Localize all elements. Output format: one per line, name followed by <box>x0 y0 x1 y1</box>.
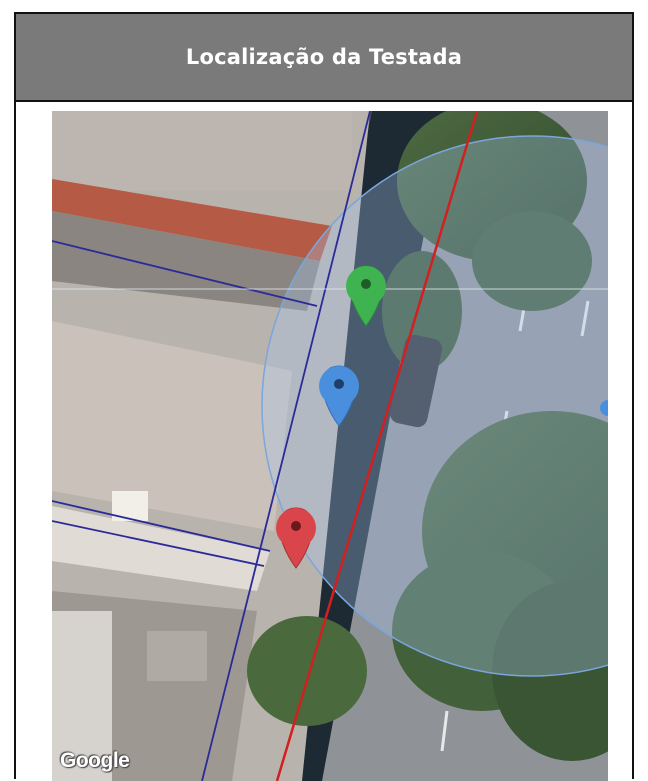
roof-unit <box>147 631 207 681</box>
edge-marker[interactable] <box>600 400 608 416</box>
panel-header: Localização da Testada <box>16 14 632 102</box>
tree-canopies <box>247 111 608 761</box>
lot-boundaries <box>52 111 371 781</box>
marker-dot <box>361 279 371 289</box>
panel-title: Localização da Testada <box>185 45 463 69</box>
roof-shadow <box>52 211 320 311</box>
testada-line <box>275 111 479 781</box>
google-attribution-logo: Google <box>60 749 130 772</box>
roof-top <box>52 111 352 191</box>
satellite-map[interactable]: Google <box>52 111 608 781</box>
marker-dot <box>334 379 344 389</box>
marker-dot <box>291 521 301 531</box>
red-marker[interactable] <box>276 507 316 569</box>
roof-ledge <box>52 506 270 591</box>
blue-marker[interactable] <box>319 365 359 427</box>
roof-section <box>52 321 292 531</box>
red-roof <box>52 179 332 261</box>
green-marker[interactable] <box>346 265 386 327</box>
lower-roof <box>52 611 112 781</box>
testada-panel: Localização da Testada <box>14 12 634 781</box>
map-canvas[interactable] <box>52 111 608 781</box>
